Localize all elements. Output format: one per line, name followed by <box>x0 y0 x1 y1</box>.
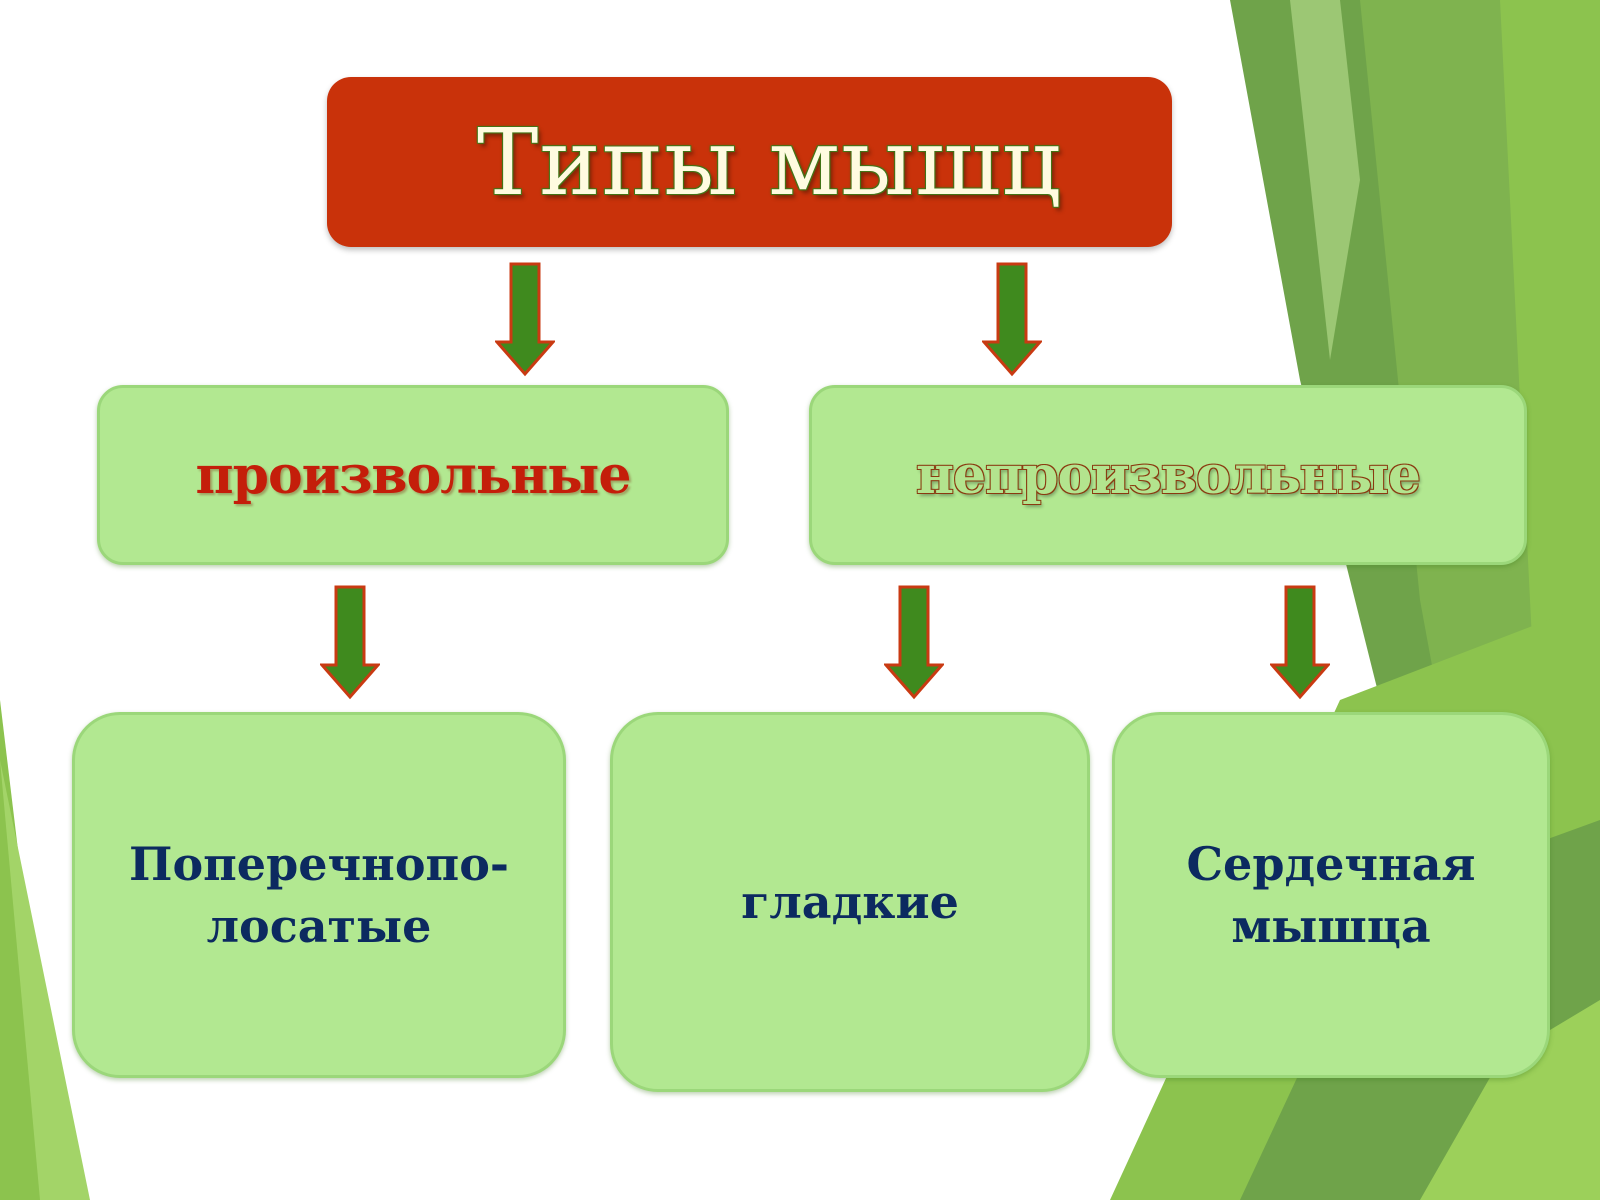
type-striated-line-1: Поперечнопо- <box>129 837 509 891</box>
category-voluntary-box: произвольные <box>97 385 729 565</box>
type-striated-label: Поперечнопо- лосатые <box>129 833 509 957</box>
type-smooth-label: гладкие <box>741 871 959 933</box>
arrow-down-icon <box>884 585 944 700</box>
diagram-title: Типы мышц <box>477 108 1062 216</box>
type-striated-line-2: лосатые <box>206 899 432 953</box>
arrow-down-icon <box>982 262 1042 377</box>
category-voluntary-label: произвольные <box>195 444 632 506</box>
arrow-down-icon <box>320 585 380 700</box>
type-smooth-line-1: гладкие <box>741 875 959 929</box>
type-cardiac-label: Сердечная мышца <box>1186 833 1475 957</box>
arrow-down-icon <box>495 262 555 377</box>
title-box: Типы мышц <box>327 77 1172 247</box>
type-cardiac-box: Сердечная мышца <box>1112 712 1550 1078</box>
type-cardiac-line-2: мышца <box>1231 899 1431 953</box>
arrow-down-icon <box>1270 585 1330 700</box>
type-striated-box: Поперечнопо- лосатые <box>72 712 566 1078</box>
category-involuntary-label: непроизвольные <box>915 444 1421 506</box>
type-cardiac-line-1: Сердечная <box>1186 837 1476 891</box>
category-involuntary-box: непроизвольные <box>809 385 1527 565</box>
type-smooth-box: гладкие <box>610 712 1090 1092</box>
